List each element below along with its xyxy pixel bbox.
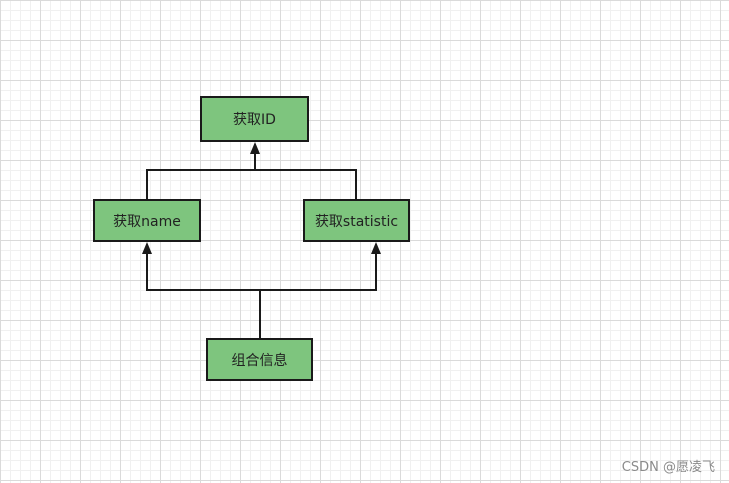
node-get-statistic-label: 获取statistic: [314, 213, 399, 230]
arrowhead-name: [142, 242, 152, 254]
node-get-statistic[interactable]: 获取statistic: [303, 199, 410, 242]
edge-combine-to-name: [146, 254, 261, 338]
edge-combine-to-statistic: [260, 254, 377, 291]
arrowhead-statistic: [371, 242, 381, 254]
node-combine-info[interactable]: 组合信息: [206, 338, 313, 381]
node-get-id-label: 获取ID: [233, 112, 276, 128]
node-get-name-label: 获取name: [113, 213, 181, 230]
edge-name-to-id: [146, 154, 256, 199]
node-combine-info-label: 组合信息: [231, 352, 288, 369]
edge-statistic-to-id: [255, 169, 357, 199]
node-get-name[interactable]: 获取name: [93, 199, 201, 242]
watermark: CSDN @愿凌飞: [621, 460, 715, 475]
node-get-id[interactable]: 获取ID: [200, 96, 309, 142]
arrowhead-id: [250, 142, 260, 154]
